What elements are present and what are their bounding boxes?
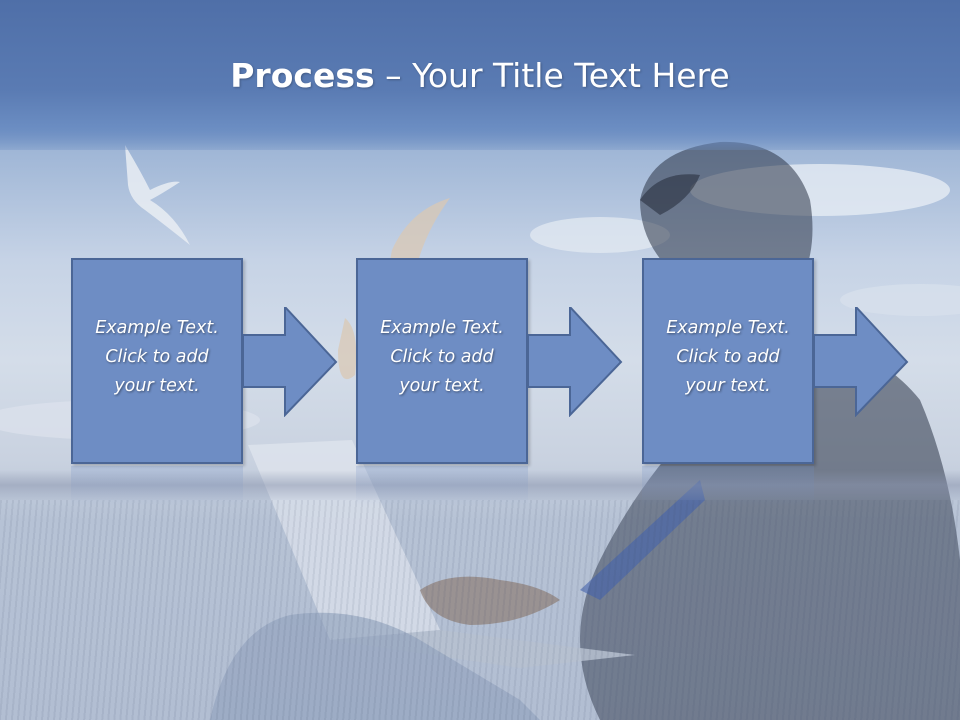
process-step-2[interactable]: Example Text. Click to add your text.: [356, 258, 528, 464]
arrow-right-icon: [814, 307, 909, 417]
process-step-3[interactable]: Example Text. Click to add your text.: [642, 258, 814, 464]
horizon: [0, 470, 960, 500]
arrow-right-icon: [243, 307, 338, 417]
step-2-reflection: [356, 466, 528, 506]
step-3-text: Example Text. Click to add your text.: [666, 318, 790, 396]
process-step-1[interactable]: Example Text. Click to add your text.: [71, 258, 243, 464]
step-2-text: Example Text. Click to add your text.: [380, 318, 504, 396]
title-rest: – Your Title Text Here: [374, 56, 730, 95]
arrow-right-icon: [528, 307, 623, 417]
title-band: [0, 0, 960, 150]
reeds: [0, 500, 960, 720]
title-bold: Process: [230, 56, 375, 95]
step-3-reflection: [642, 466, 814, 506]
slide-title[interactable]: Process – Your Title Text Here: [0, 52, 960, 100]
step-1-reflection: [71, 466, 243, 506]
step-1-text: Example Text. Click to add your text.: [95, 318, 219, 396]
